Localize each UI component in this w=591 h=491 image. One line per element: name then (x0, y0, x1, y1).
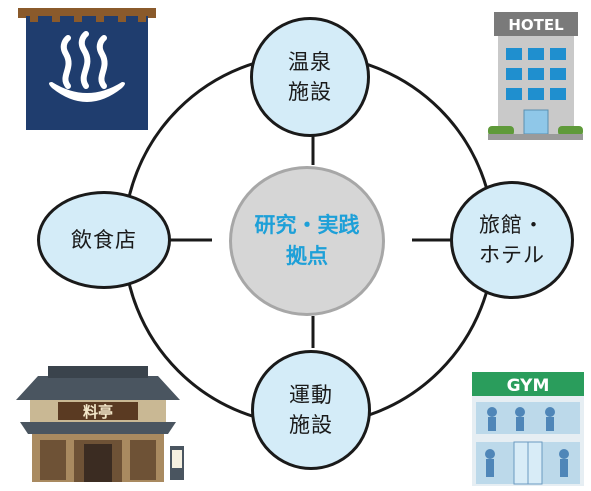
gym-illustration: GYM (468, 372, 588, 486)
hotel-illustration: HOTEL (488, 8, 583, 144)
node-undo: 運動 施設 (251, 350, 371, 470)
node-onsen: 温泉 施設 (250, 17, 370, 137)
onsen-icon (18, 8, 156, 130)
center-hub: 研究・実践 拠点 (229, 166, 385, 316)
center-hub-line2: 拠点 (286, 244, 328, 268)
node-ryokan-line2: ホテル (479, 243, 545, 267)
node-onsen-line1: 温泉 (288, 49, 332, 74)
ryotei-building-icon: 料亭 (16, 366, 184, 482)
node-inshoku-label: 飲食店 (71, 227, 137, 252)
ryotei-sign-text: 料亭 (83, 403, 113, 421)
node-undo-line1: 運動 (289, 382, 333, 407)
gym-sign-text: GYM (507, 376, 550, 396)
gym-building-icon: GYM (472, 372, 584, 486)
node-ryokan-hotel: 旅館・ ホテル (450, 181, 574, 299)
hotel-sign-text: HOTEL (508, 16, 564, 34)
ryotei-illustration: 料亭 (8, 358, 194, 486)
onsen-noren-illustration (18, 8, 156, 132)
node-onsen-line2: 施設 (288, 80, 332, 104)
node-undo-line2: 施設 (289, 413, 333, 437)
node-inshoku: 飲食店 (37, 191, 171, 289)
center-hub-line1: 研究・実践 (254, 212, 360, 237)
node-ryokan-line1: 旅館・ (479, 212, 545, 237)
hotel-building-icon: HOTEL (488, 12, 583, 140)
